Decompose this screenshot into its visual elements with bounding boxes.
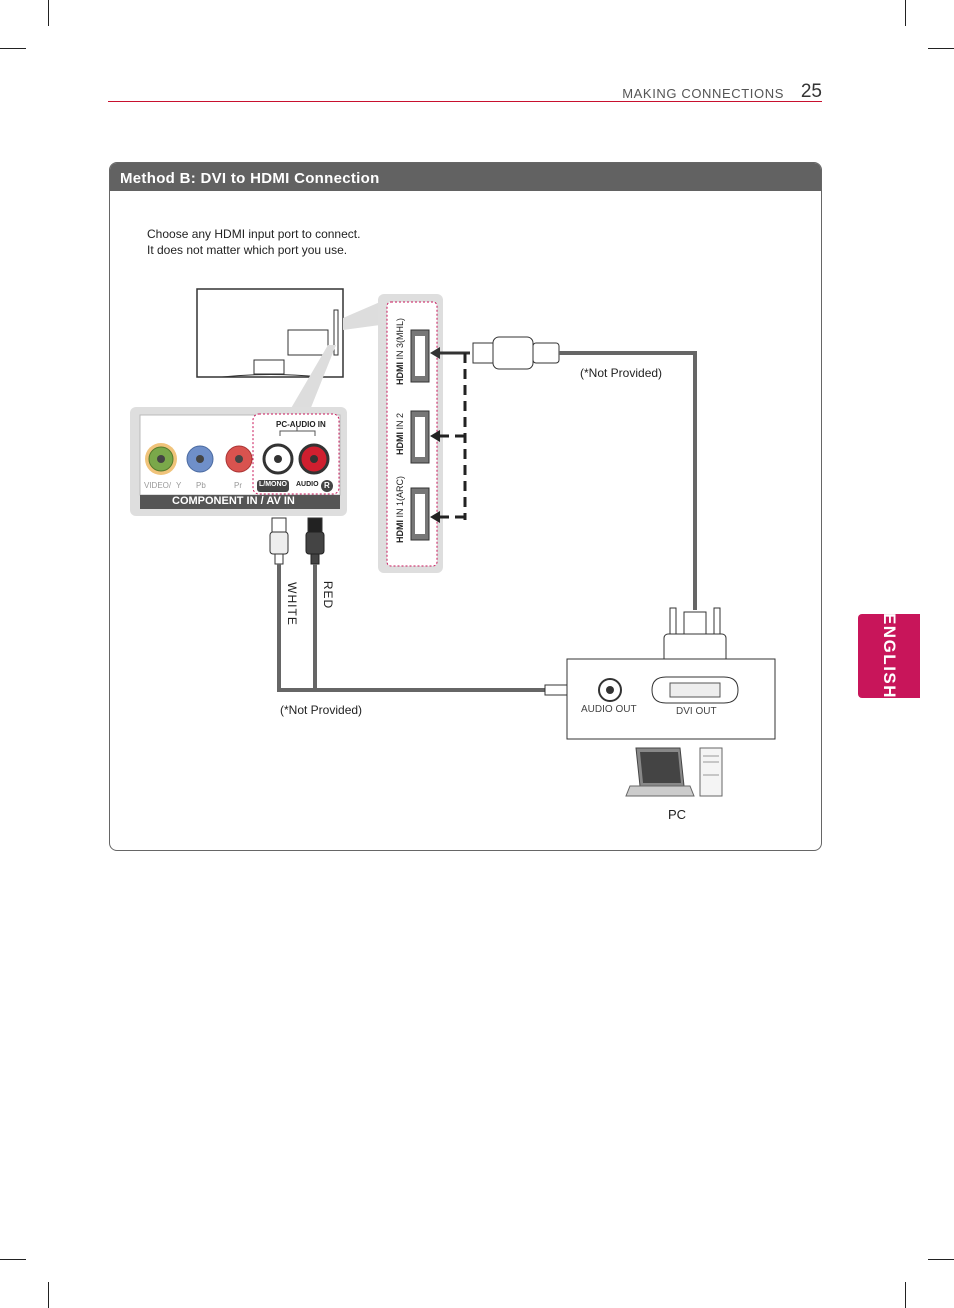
tv-illustration <box>196 288 380 410</box>
pc-audio-in-label: PC-AUDIO IN <box>276 420 326 429</box>
dvi-hdmi-cable <box>430 336 697 610</box>
dvi-plug <box>663 607 727 665</box>
tv-jack-panel <box>130 407 347 516</box>
r-label: R <box>324 481 330 490</box>
hdmi-logo: HDMI <box>395 362 405 385</box>
audio-label: AUDIO <box>296 481 319 488</box>
crop-mark <box>905 0 906 26</box>
hdmi-logo: HDMI <box>395 520 405 543</box>
not-provided-audio-label: (*Not Provided) <box>280 703 363 717</box>
video-label: VIDEO/ <box>144 481 172 490</box>
note-line-1: Choose any HDMI input port to connect. <box>147 227 361 241</box>
pc-back-panel <box>566 658 776 740</box>
crop-mark <box>905 1282 906 1308</box>
hdmi-port-panel <box>378 294 443 573</box>
crop-mark <box>48 1282 49 1308</box>
hdmi-in2-label: HDMI IN 2 <box>395 404 405 464</box>
crop-mark <box>0 48 26 49</box>
crop-mark <box>48 0 49 26</box>
y-label: Y <box>176 481 182 490</box>
panel-title-bar: Method B: DVI to HDMI Connection <box>110 163 821 191</box>
hdmi-logo: HDMI <box>395 432 405 456</box>
pc-icon <box>625 747 723 797</box>
instruction-note: Choose any HDMI input port to connect. I… <box>147 226 360 258</box>
language-tab: ENGLISH <box>858 613 920 699</box>
not-provided-hdmi-label: (*Not Provided) <box>580 366 663 380</box>
hdmi-in2-text: IN 2 <box>395 412 405 430</box>
hdmi-in3-text: IN 3(MHL) <box>395 317 405 360</box>
hdmi-in1-label: HDMI IN 1(ARC) <box>395 476 405 543</box>
page-number: 25 <box>800 81 822 102</box>
hdmi-in1-text: IN 1(ARC) <box>395 475 405 518</box>
pr-label: Pr <box>234 481 242 490</box>
note-line-2: It does not matter which port you use. <box>147 243 348 257</box>
section-title: MAKING CONNECTIONS <box>622 86 784 101</box>
pb-label: Pb <box>196 481 206 490</box>
hdmi-in3-label: HDMI IN 3(MHL) <box>395 318 405 385</box>
l-mono-label: L/MONO <box>259 481 287 488</box>
dvi-out-label: DVI OUT <box>676 706 717 717</box>
crop-mark <box>0 1259 26 1260</box>
crop-mark <box>928 1259 954 1260</box>
pc-label: PC <box>668 807 687 822</box>
component-label: COMPONENT IN / AV IN <box>172 495 295 507</box>
page-header: MAKING CONNECTIONS 25 <box>108 81 822 102</box>
audio-out-label: AUDIO OUT <box>581 704 637 715</box>
crop-mark <box>928 48 954 49</box>
header-rule <box>108 101 822 102</box>
panel-title: Method B: DVI to HDMI Connection <box>120 170 380 187</box>
white-cable-label: WHITE <box>284 582 299 626</box>
red-cable-label: RED <box>321 580 336 610</box>
